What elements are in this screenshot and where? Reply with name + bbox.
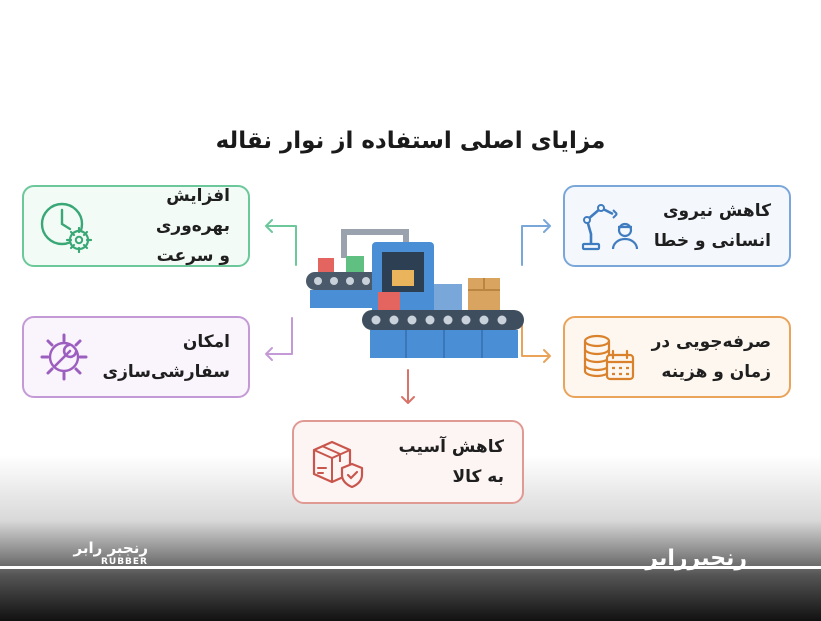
- customization-line1: امکان: [182, 332, 230, 352]
- savings-line2: زمان و هزینه: [661, 362, 771, 382]
- customization-line2: سفارشی‌سازی: [102, 362, 230, 382]
- damage-line1: کاهش آسیب: [398, 437, 505, 457]
- benefit-card-customization: امکان سفارشی‌سازی: [22, 316, 250, 398]
- arrow-to-productivity: [265, 219, 297, 266]
- watermark-line: [0, 566, 821, 569]
- watermark-brand-right: رنجبررابر: [645, 546, 747, 571]
- arrow-to-customization: [265, 317, 293, 361]
- arrow-to-damage: [401, 369, 415, 404]
- labor-line2: انسانی و خطا: [653, 231, 771, 251]
- wrench-gear-icon: [40, 333, 88, 381]
- robot-arm-worker-icon: [581, 204, 639, 251]
- coins-calendar-icon: [583, 334, 635, 381]
- productivity-line2: و سرعت: [156, 246, 230, 266]
- benefit-card-labor: کاهش نیروی انسانی و خطا: [563, 185, 791, 267]
- conveyor-belt-icon: [306, 229, 524, 358]
- clock-gear-icon: [40, 202, 93, 254]
- benefit-card-savings: صرفه‌جویی در زمان و هزینه: [563, 316, 791, 398]
- watermark-logo-fa: رنجبر رابر: [73, 539, 149, 557]
- savings-line1: صرفه‌جویی در: [651, 332, 771, 352]
- productivity-line1: افزایش بهره‌وری: [155, 186, 230, 236]
- watermark-logo-left: رنجبر رابر RUBBER: [58, 539, 149, 568]
- page-title: مزایای اصلی استفاده از نوار نقاله: [215, 128, 606, 154]
- watermark-logo-en: RUBBER: [100, 557, 148, 567]
- benefit-card-productivity: افزایش بهره‌وری و سرعت: [22, 185, 250, 267]
- damage-line2: به کالا: [452, 467, 504, 487]
- benefit-card-damage: کاهش آسیب به کالا: [292, 420, 524, 504]
- labor-line1: کاهش نیروی: [662, 201, 771, 221]
- box-shield-icon: [312, 440, 364, 489]
